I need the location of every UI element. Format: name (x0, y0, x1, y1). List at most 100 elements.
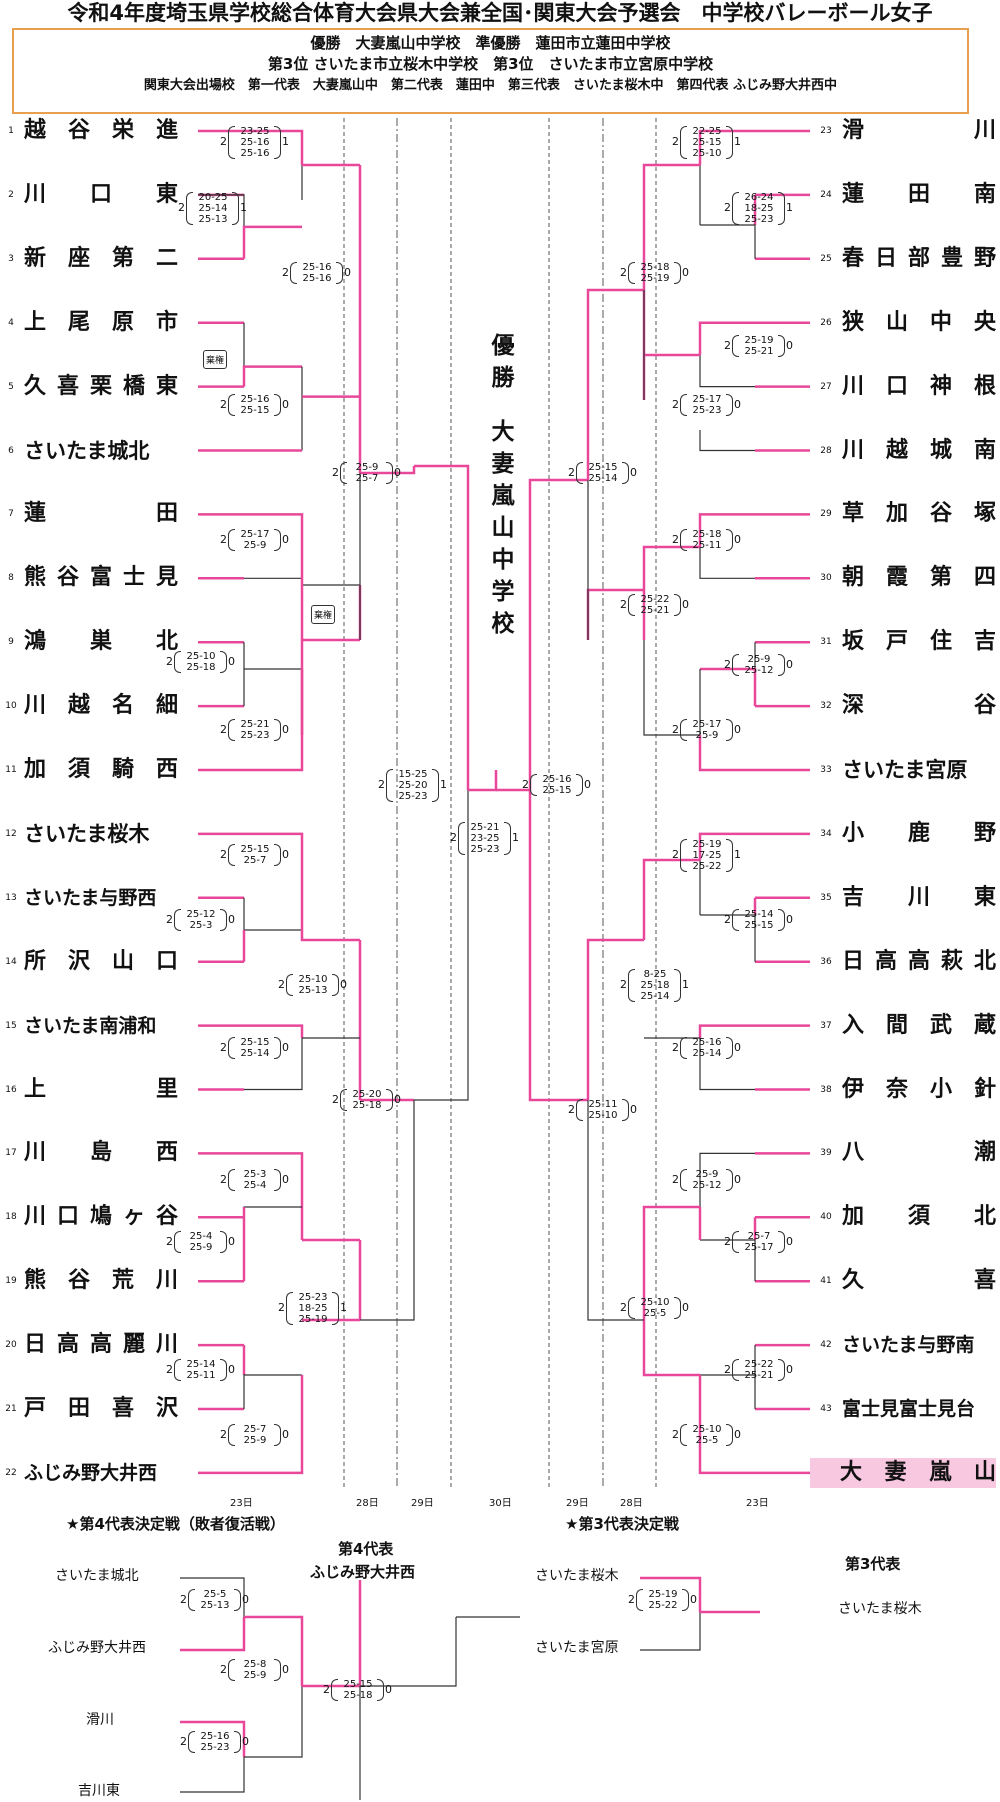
set-score: 25-23 (200, 1742, 230, 1753)
bracket-line (242, 365, 302, 387)
brace-right (332, 974, 339, 996)
brace-left (628, 594, 635, 616)
team-seed: 43 (820, 1404, 832, 1414)
brace-left (174, 651, 181, 673)
set-score: 25-13 (298, 985, 328, 996)
team-name-text: 川越城南 (842, 437, 996, 463)
bracket-line (698, 129, 755, 165)
team-name: 深谷 (842, 691, 996, 721)
bracket-line (642, 858, 700, 940)
brace-right (232, 191, 239, 225)
sets-won-right: 0 (242, 1735, 249, 1748)
team-seed: 13 (5, 892, 17, 903)
team-name: 入間武蔵 (842, 1011, 996, 1041)
set-score: 25-15 (343, 1679, 373, 1690)
bracket-line (243, 897, 302, 931)
team-name: 上尾原市 (24, 308, 178, 338)
sets-won-right: 0 (734, 1173, 741, 1186)
set-score: 25-22 (692, 860, 722, 872)
team-name: 川越名細 (24, 691, 178, 721)
brace-left (576, 462, 583, 484)
set-score: 25-13 (198, 213, 228, 225)
team-name-text: 川口神根 (842, 373, 996, 399)
brace-right (622, 1099, 629, 1121)
sets-won-right: 0 (682, 598, 689, 611)
fourth-rep-winner: ふじみ野大井西 (310, 1563, 416, 1581)
set-score: 25-16 (240, 136, 270, 148)
sets-won-right: 0 (584, 778, 591, 791)
sets-won-left: 2 (672, 1428, 679, 1441)
brace-right (234, 1731, 241, 1753)
sets-won-left: 2 (724, 1363, 731, 1376)
set-score: 25-9 (189, 1242, 213, 1253)
sets-won-left: 2 (220, 723, 227, 736)
sets-won-right: 0 (228, 1235, 235, 1248)
sets-won-right: 0 (282, 1663, 289, 1676)
set-score: 25-9 (695, 1169, 719, 1180)
bracket-line (587, 1100, 644, 1321)
set-score: 25-14 (198, 202, 228, 214)
set-score: 20-25 (198, 191, 228, 203)
team-name: 上里 (24, 1075, 178, 1105)
brace-right (274, 1169, 281, 1191)
brace-right (682, 1589, 689, 1611)
set-score: 25-15 (240, 844, 270, 855)
sets-won-left: 2 (220, 533, 227, 546)
brace-right (622, 462, 629, 484)
team-seed: 10 (5, 701, 17, 712)
team-name-text: さいたま城北 (24, 438, 150, 463)
team-name-text: 朝霞第四 (842, 565, 996, 591)
team-name-text: 川口東 (24, 181, 178, 207)
team-name: 川口鳩ヶ谷 (24, 1202, 178, 1232)
brace-right (220, 1359, 227, 1381)
bracket-line (198, 194, 245, 227)
third-rep-winner: さいたま桜木 (838, 1601, 922, 1617)
brace-left (174, 909, 181, 931)
sets-won-right: 1 (682, 978, 689, 991)
sets-won-left: 2 (378, 778, 385, 791)
brace-right (726, 1037, 733, 1059)
sets-won-right: 0 (786, 658, 793, 671)
set-score: 25-16 (692, 1037, 722, 1048)
brace-left (680, 719, 687, 741)
set-score: 25-15 (588, 462, 618, 473)
set-score: 25-8 (243, 1659, 267, 1670)
team-seed: 3 (8, 253, 14, 264)
bracket-line (699, 355, 755, 388)
bracket-line (698, 832, 755, 860)
set-score: 25-18 (343, 1690, 373, 1701)
team-seed: 22 (5, 1467, 17, 1478)
team-seed: 41 (820, 1276, 832, 1287)
set-score: 25-19 (298, 1313, 328, 1325)
team-name-text: さいたま与野西 (24, 886, 157, 909)
sets-won-left: 2 (178, 201, 185, 214)
set-score: 25-15 (692, 136, 722, 148)
set-score: 18-25 (744, 202, 774, 214)
sets-won-left: 2 (180, 1735, 187, 1748)
brace-right (726, 1424, 733, 1446)
brace-right (274, 1424, 281, 1446)
brace-left (188, 1731, 195, 1753)
set-score: 25-18 (692, 529, 722, 540)
sets-won-left: 2 (220, 1428, 227, 1441)
bracket-line (244, 129, 304, 165)
brace-right (726, 719, 733, 741)
set-score: 25-10 (692, 1424, 722, 1435)
bracket-line (180, 1617, 246, 1652)
set-score: 25-9 (243, 1670, 267, 1681)
